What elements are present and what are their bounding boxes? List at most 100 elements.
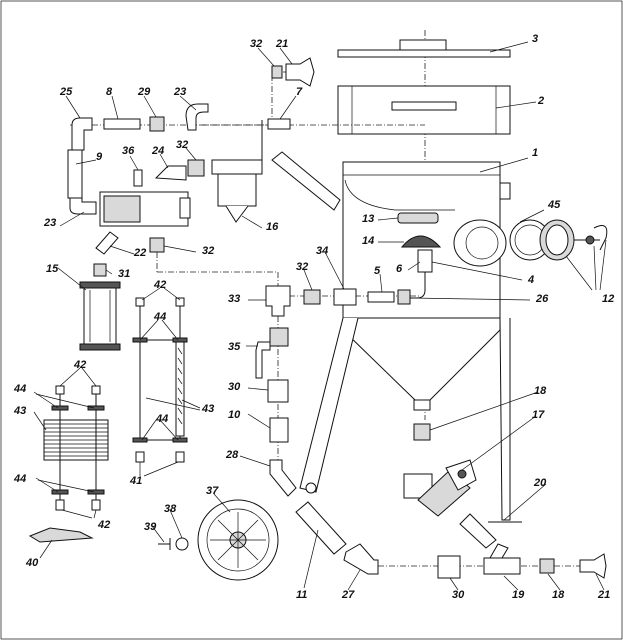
- callout-label: 44: [13, 473, 26, 485]
- callout-label: 24: [151, 145, 164, 157]
- separator-body: [99, 191, 191, 227]
- callout-label: 17: [532, 409, 545, 421]
- callout-label: 44: [13, 383, 26, 395]
- part-30-bottom: [437, 555, 461, 579]
- part-18-top: [413, 423, 431, 441]
- callout-label: 32: [296, 261, 308, 273]
- callout-label: 2: [537, 95, 544, 107]
- part-45-ring: [509, 219, 551, 261]
- callout-label: 35: [228, 341, 241, 353]
- part-5: [367, 291, 395, 303]
- callout-label: 36: [122, 145, 135, 157]
- part-6: [417, 249, 433, 273]
- wheel-axle: [305, 482, 317, 494]
- callout-label: 42: [153, 279, 166, 291]
- callout-label: 26: [535, 293, 549, 305]
- part-32-mid: [187, 159, 205, 177]
- callout-label: 28: [225, 449, 239, 461]
- part-43-hose: [175, 341, 185, 437]
- part-34: [333, 288, 357, 306]
- callout-label: 39: [144, 521, 157, 533]
- callout-label: 18: [534, 385, 547, 397]
- part-28: [269, 459, 297, 497]
- callout-label: 44: [155, 413, 168, 425]
- part-29: [149, 116, 165, 132]
- part-19: [483, 557, 521, 575]
- callout-label: 5: [374, 265, 381, 277]
- callout-label: 8: [106, 86, 113, 98]
- callout-label: 15: [46, 263, 59, 275]
- callout-label: 42: [97, 519, 110, 531]
- part-24: [154, 165, 187, 181]
- part-33: [265, 285, 291, 317]
- part-40: [28, 527, 94, 543]
- callout-label: 45: [547, 199, 561, 211]
- callout-label: 43: [13, 405, 26, 417]
- tank-leg-rear: [499, 317, 511, 521]
- callout-label: 30: [452, 589, 465, 601]
- callout-label: 9: [96, 151, 103, 163]
- part-9: [67, 149, 83, 199]
- callout-label: 32: [202, 245, 214, 257]
- part-36: [133, 169, 143, 187]
- callout-label: 14: [362, 235, 374, 247]
- part-7: [267, 118, 291, 130]
- callout-label: 4: [527, 274, 534, 286]
- callout-label: 33: [228, 293, 240, 305]
- part-38: [175, 537, 189, 551]
- part-11: [295, 501, 347, 555]
- callout-label: 19: [512, 589, 525, 601]
- part-12-cover: [539, 219, 608, 261]
- callout-label: 25: [59, 86, 73, 98]
- callout-label: 43: [201, 403, 214, 415]
- part-3-lid: [337, 39, 511, 58]
- part-23-top: [185, 103, 209, 131]
- part-35-valve: [269, 327, 289, 347]
- part-20: [459, 513, 497, 549]
- part-18-bottom: [539, 558, 555, 574]
- callout-label: 3: [532, 33, 538, 45]
- part-32-top: [271, 65, 283, 79]
- callout-label: 42: [73, 359, 86, 371]
- callout-label: 10: [228, 409, 241, 421]
- part-43-coil: [43, 385, 109, 511]
- callout-label: 37: [206, 485, 219, 497]
- part-21-top: [285, 57, 315, 87]
- callout-label: 1: [532, 147, 538, 159]
- part-10: [269, 417, 289, 443]
- part-25: [71, 117, 93, 151]
- part-37-wheel: [197, 499, 279, 581]
- part-13: [397, 212, 439, 224]
- callout-label: 27: [341, 589, 355, 601]
- part-27: [343, 543, 379, 575]
- callout-label: 20: [533, 477, 547, 489]
- callout-label: 30: [228, 381, 241, 393]
- part-21-bottom: [579, 553, 607, 579]
- callout-label: 38: [164, 503, 177, 515]
- callout-label: 40: [25, 557, 39, 569]
- callout-label: 23: [43, 217, 56, 229]
- callout-label: 21: [275, 38, 288, 50]
- callout-label: 32: [176, 139, 188, 151]
- part-45-hatch: [453, 219, 507, 267]
- callout-label: 29: [137, 86, 151, 98]
- part-32-right: [303, 289, 321, 305]
- callout-label: 41: [129, 475, 142, 487]
- part-22: [95, 231, 119, 255]
- callout-label: 18: [552, 589, 565, 601]
- part-2-sieve: [337, 85, 511, 135]
- part-30-mid: [267, 379, 289, 403]
- callout-label: 22: [133, 247, 146, 259]
- callout-label: 32: [250, 38, 262, 50]
- callout-label: 12: [602, 293, 614, 305]
- part-14: [400, 235, 442, 248]
- handle: [271, 151, 341, 211]
- part-32-low: [149, 237, 165, 253]
- callout-label: 7: [296, 86, 303, 98]
- callout-label: 31: [118, 268, 130, 280]
- part-1-tank: [342, 161, 511, 411]
- tank-leg-front: [299, 317, 359, 493]
